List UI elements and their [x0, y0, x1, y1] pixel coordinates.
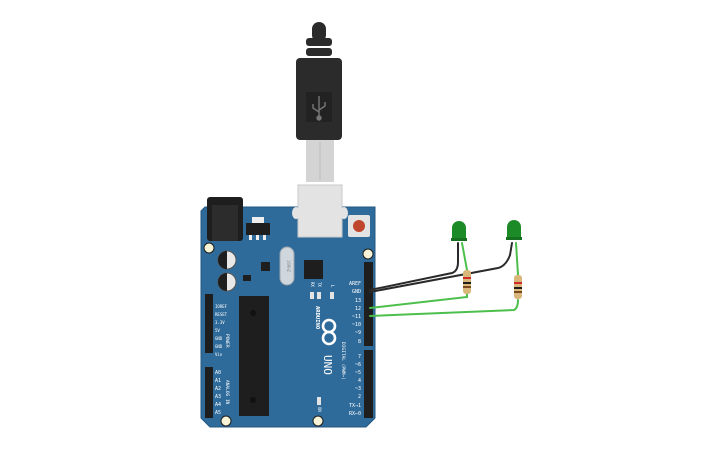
usb-cable-strain — [312, 22, 326, 42]
svg-text:Vin: Vin — [215, 352, 223, 357]
svg-text:~5: ~5 — [355, 370, 361, 376]
wires[interactable] — [369, 242, 519, 317]
mount-hole — [312, 415, 324, 427]
digital-header-top[interactable] — [364, 262, 373, 346]
svg-text:~11: ~11 — [352, 314, 361, 320]
svg-text:IOREF: IOREF — [215, 304, 228, 309]
svg-text:13: 13 — [355, 298, 361, 304]
analog-section-label: ANALOG IN — [224, 380, 230, 405]
svg-text:16MHZ: 16MHZ — [286, 260, 291, 273]
usb-symbol-icon — [312, 96, 326, 121]
led1-anode-lead — [461, 242, 468, 271]
led-1[interactable] — [451, 221, 467, 241]
model-label: UNO — [321, 355, 334, 375]
svg-text:A4: A4 — [215, 402, 221, 408]
brand-label: ARDUINO — [314, 306, 320, 330]
svg-text:3.3V: 3.3V — [215, 320, 225, 325]
svg-text:ON: ON — [317, 407, 322, 412]
svg-text:GND: GND — [352, 289, 361, 295]
atmega-chip — [239, 296, 269, 416]
svg-text:5V: 5V — [215, 328, 220, 333]
usb-cable[interactable] — [296, 22, 342, 182]
svg-text:8: 8 — [358, 339, 361, 345]
svg-text:7: 7 — [358, 354, 361, 360]
wire-pin12-r1[interactable] — [369, 291, 468, 309]
svg-text:~10: ~10 — [352, 322, 361, 328]
usb-jack — [297, 184, 343, 238]
mount-hole — [220, 415, 232, 427]
arduino-uno-board[interactable]: 16MHZ RX TX L ON ARDUINO UNO DIGITAL (PW… — [200, 184, 376, 428]
svg-text:AREF: AREF — [349, 281, 361, 287]
svg-text:2: 2 — [358, 394, 361, 400]
svg-text:L: L — [330, 285, 335, 288]
digital-section-label: DIGITAL (PWM~) — [340, 342, 346, 380]
led2-anode-lead — [515, 242, 519, 276]
wire-gnd-led1[interactable] — [369, 242, 459, 291]
mount-hole — [203, 242, 215, 254]
svg-text:A0: A0 — [215, 370, 221, 376]
power-section-label: POWER — [224, 334, 230, 348]
capacitor — [217, 272, 237, 292]
svg-text:~6: ~6 — [355, 362, 361, 368]
resistor-1[interactable] — [463, 270, 471, 294]
svg-text:RESET: RESET — [215, 312, 228, 317]
crystal — [279, 246, 295, 286]
svg-text:TX→1: TX→1 — [349, 403, 361, 409]
led-2[interactable] — [506, 220, 522, 240]
svg-text:GND: GND — [215, 336, 223, 341]
svg-text:RX←0: RX←0 — [349, 411, 361, 417]
arduino-infinity-logo — [321, 318, 337, 346]
svg-text:TX: TX — [317, 282, 322, 287]
analog-header[interactable] — [205, 367, 213, 418]
svg-text:RX: RX — [310, 282, 315, 287]
svg-text:A1: A1 — [215, 378, 221, 384]
svg-text:12: 12 — [355, 306, 361, 312]
svg-text:A3: A3 — [215, 394, 221, 400]
mount-hole — [362, 248, 374, 260]
svg-text:A5: A5 — [215, 410, 221, 416]
svg-text:~9: ~9 — [355, 330, 361, 336]
svg-text:~3: ~3 — [355, 386, 361, 392]
voltage-regulator — [246, 223, 270, 235]
digital-header-bottom[interactable] — [364, 350, 373, 418]
wire-pin11-r2[interactable] — [369, 299, 519, 317]
wire-gnd-led2[interactable] — [369, 242, 513, 293]
capacitor — [217, 250, 237, 270]
svg-text:A2: A2 — [215, 386, 221, 392]
svg-text:4: 4 — [358, 378, 361, 384]
usb-controller-chip — [304, 260, 323, 279]
resistor-2[interactable] — [514, 275, 522, 299]
power-header[interactable] — [205, 294, 213, 353]
svg-text:GND: GND — [215, 344, 223, 349]
